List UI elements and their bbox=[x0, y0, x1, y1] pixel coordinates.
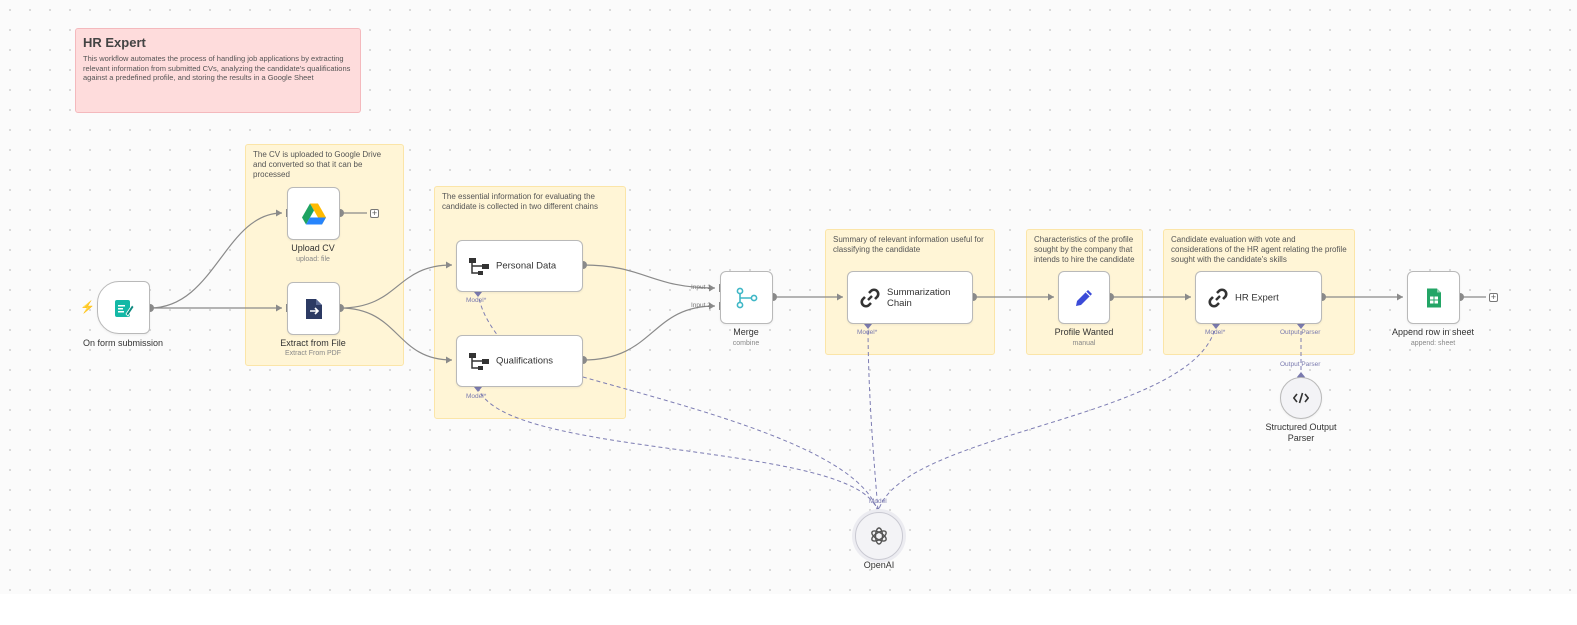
add-node-after-sheet-button[interactable]: + bbox=[1489, 292, 1498, 302]
node-structured-output-parser[interactable] bbox=[1280, 377, 1322, 419]
information-extractor-icon bbox=[468, 351, 490, 371]
add-node-after-upload-button[interactable]: + bbox=[370, 208, 379, 218]
node-upload-cv-subtitle: upload: file bbox=[296, 256, 330, 263]
node-openai-label: OpenAI bbox=[863, 560, 895, 570]
node-extract-from-file-label: Extract from File bbox=[280, 338, 346, 348]
node-summarization-chain-label: Summarization Chain bbox=[887, 286, 951, 309]
node-personal-data[interactable]: Personal Data bbox=[456, 240, 583, 292]
node-hr-expert[interactable]: HR Expert bbox=[1195, 271, 1322, 324]
workflow-description: This workflow automates the process of h… bbox=[83, 54, 351, 82]
node-summarization-chain[interactable]: Summarization Chain bbox=[847, 271, 973, 324]
merge-input-1-label: Input 1 bbox=[691, 284, 711, 291]
node-merge-label: Merge bbox=[733, 327, 759, 337]
canvas-footer bbox=[0, 594, 1577, 625]
note-evaluation[interactable]: Candidate evaluation with vote and consi… bbox=[1163, 229, 1355, 355]
workflow-title: HR Expert bbox=[83, 35, 146, 50]
openai-model-port-label: Model bbox=[869, 498, 887, 505]
information-extractor-icon bbox=[468, 256, 490, 276]
node-upload-cv[interactable] bbox=[287, 187, 340, 240]
google-drive-icon bbox=[301, 203, 326, 224]
note-evaluation-text: Candidate evaluation with vote and consi… bbox=[1171, 235, 1347, 264]
node-on-form-submission[interactable] bbox=[97, 281, 150, 334]
connection-extract-qualifications bbox=[339, 307, 453, 361]
node-extract-from-file[interactable] bbox=[287, 282, 340, 335]
note-profile[interactable]: Characteristics of the profile sought by… bbox=[1026, 229, 1143, 355]
ai-connection-openai-hr bbox=[877, 323, 1217, 513]
node-personal-data-label: Personal Data bbox=[496, 260, 557, 272]
node-structured-output-parser-label: Structured Output Parser bbox=[1265, 422, 1337, 443]
note-upload-text: The CV is uploaded to Google Drive and c… bbox=[253, 150, 382, 179]
hr-expert-parser-port-label: Output Parser bbox=[1280, 329, 1321, 336]
node-hr-expert-label: HR Expert bbox=[1235, 292, 1279, 303]
connection-qualifications-merge bbox=[582, 305, 716, 361]
merge-input-2-label: Input 2 bbox=[691, 302, 711, 309]
summarization-model-port-label: Model* bbox=[857, 329, 878, 336]
openai-icon bbox=[869, 526, 889, 546]
pencil-icon bbox=[1073, 287, 1095, 309]
merge-icon bbox=[735, 287, 759, 309]
node-append-row-in-sheet[interactable] bbox=[1407, 271, 1460, 324]
node-extract-from-file-subtitle: Extract From PDF bbox=[284, 350, 342, 357]
note-profile-text: Characteristics of the profile sought by… bbox=[1034, 235, 1135, 264]
ai-connection-openai-qualifications-2 bbox=[582, 376, 879, 513]
parser-output-port-label: Output Parser bbox=[1280, 361, 1321, 368]
hr-expert-model-port-label: Model* bbox=[1205, 329, 1226, 336]
node-profile-wanted-label: Profile Wanted bbox=[1054, 327, 1114, 337]
connection-trigger-upload bbox=[149, 212, 283, 309]
form-trigger-icon bbox=[113, 297, 135, 319]
trigger-bolt-icon: ⚡ bbox=[80, 300, 95, 314]
node-append-row-label: Append row in sheet bbox=[1391, 327, 1475, 337]
code-icon bbox=[1293, 392, 1309, 404]
google-sheets-icon bbox=[1426, 287, 1442, 308]
connections-layer bbox=[146, 209, 1486, 517]
ai-connection-openai-personal bbox=[477, 291, 499, 337]
note-chains-text: The essential information for evaluating… bbox=[442, 192, 598, 211]
node-qualifications-label: Qualifications bbox=[496, 355, 554, 367]
node-on-form-submission-label: On form submission bbox=[82, 338, 164, 348]
ai-connection-openai-summary bbox=[867, 323, 879, 513]
node-merge-subtitle: combine bbox=[732, 340, 760, 347]
node-upload-cv-label: Upload CV bbox=[291, 243, 335, 253]
qualifications-model-port-label: Model* bbox=[466, 393, 487, 400]
node-profile-wanted[interactable] bbox=[1058, 271, 1110, 324]
node-profile-wanted-subtitle: manual bbox=[1072, 340, 1096, 347]
node-append-row-subtitle: append: sheet bbox=[1410, 340, 1456, 347]
personal-data-model-port-label: Model* bbox=[466, 297, 487, 304]
node-qualifications[interactable]: Qualifications bbox=[456, 335, 583, 387]
chain-link-icon bbox=[1207, 287, 1229, 309]
workflow-description-note[interactable]: HR Expert This workflow automates the pr… bbox=[75, 28, 361, 113]
chain-link-icon bbox=[859, 287, 881, 309]
connection-personal-merge bbox=[582, 264, 716, 289]
node-openai[interactable] bbox=[855, 512, 903, 560]
node-merge[interactable] bbox=[720, 271, 773, 324]
note-summary-text: Summary of relevant information useful f… bbox=[833, 235, 984, 254]
connection-extract-personal bbox=[339, 264, 453, 309]
extract-file-icon bbox=[304, 298, 324, 320]
ai-connection-openai-qualifications bbox=[477, 386, 879, 513]
